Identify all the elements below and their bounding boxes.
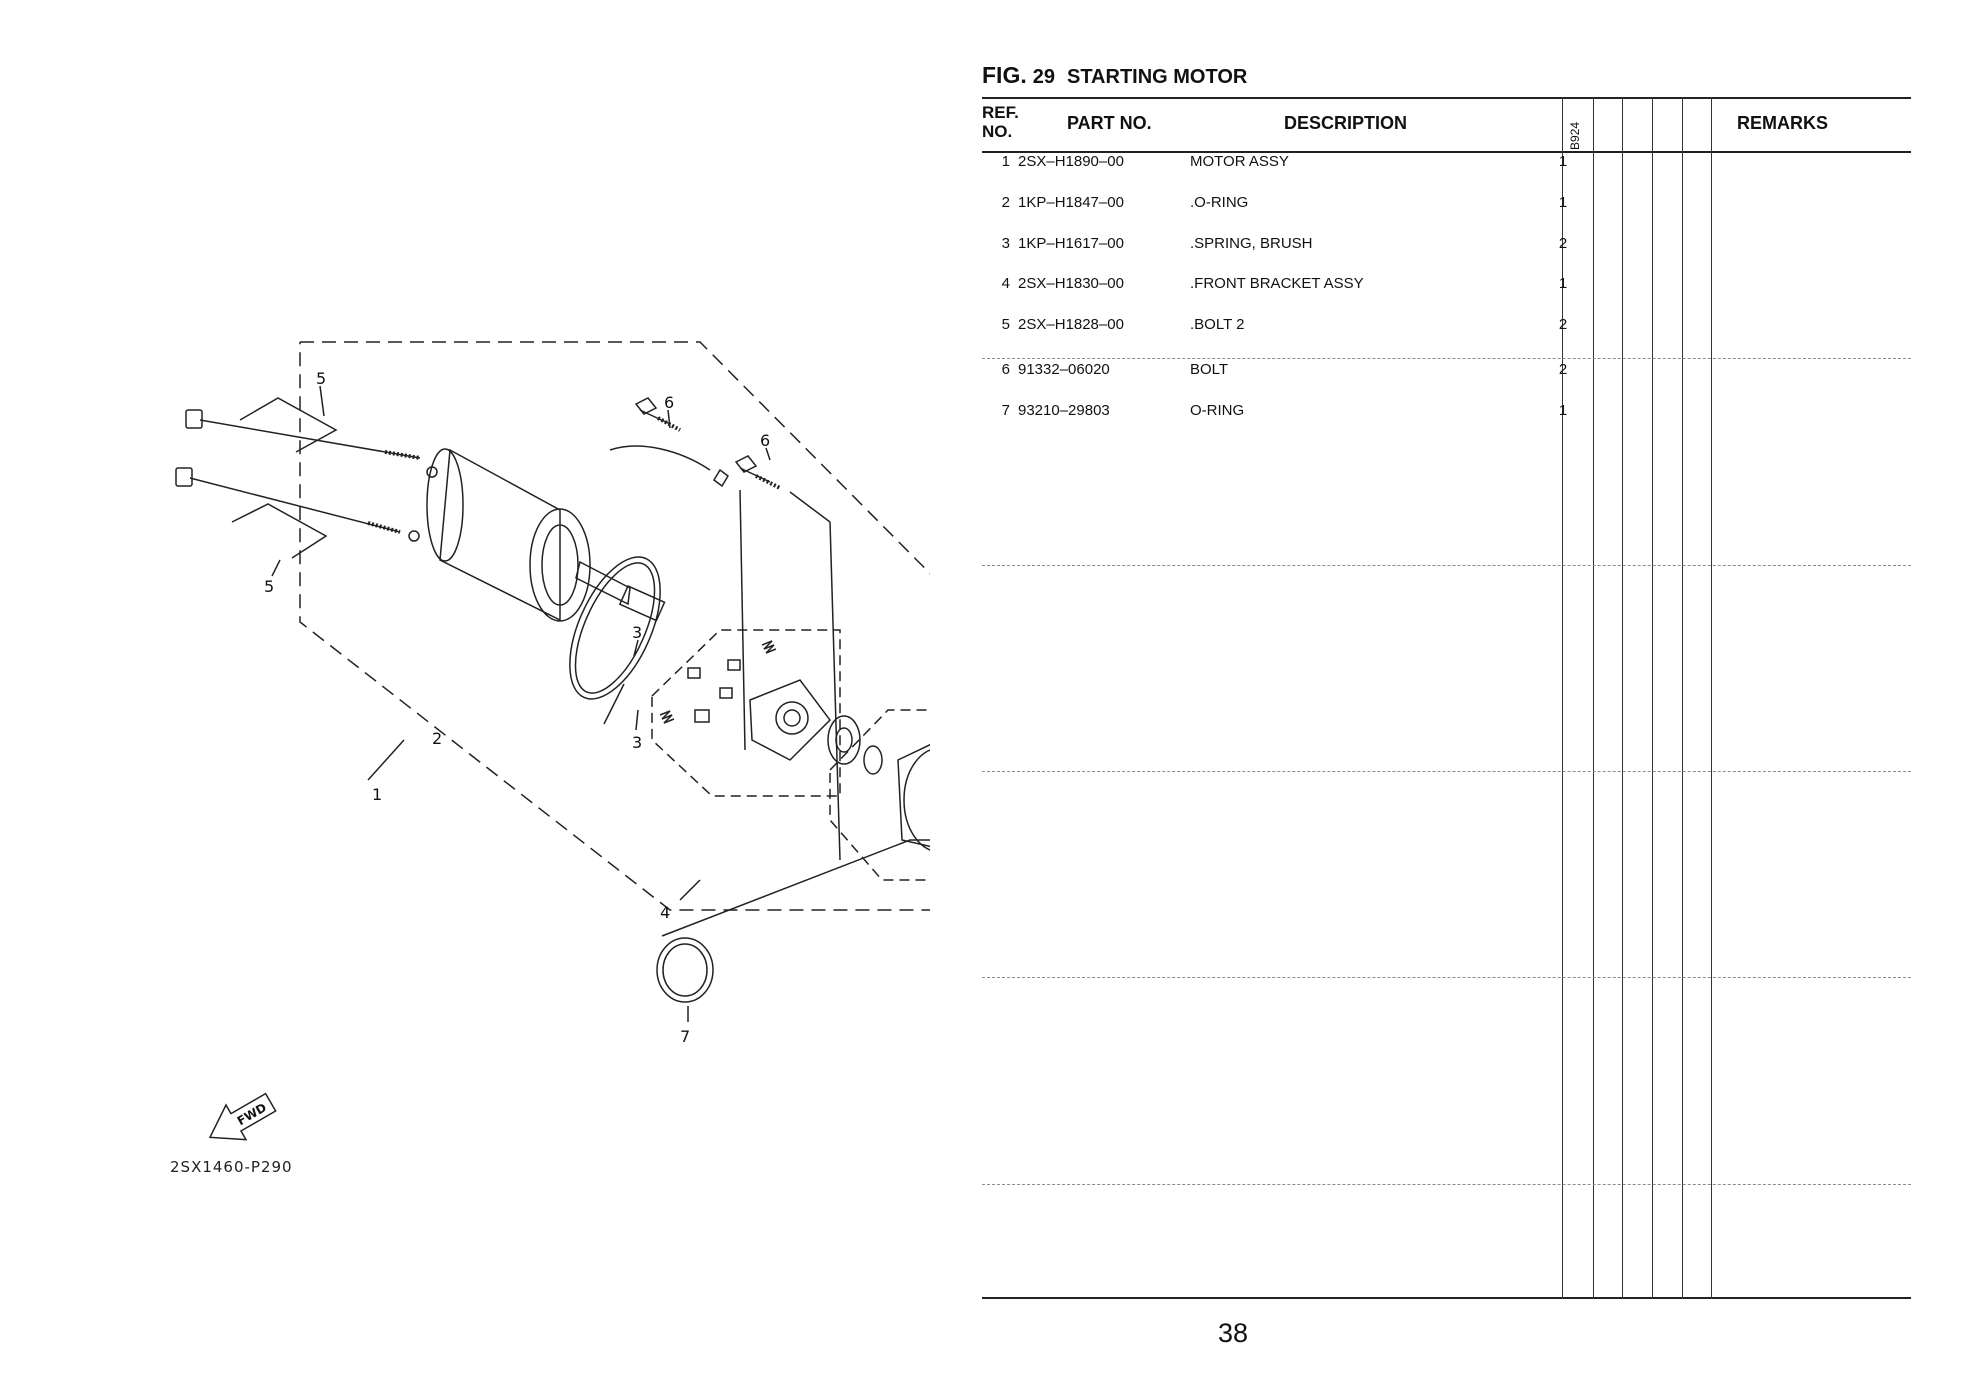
callout-5-lower: 5 [264, 577, 274, 596]
section-divider [982, 358, 1911, 359]
callout-5-upper: 5 [316, 369, 326, 388]
table-row: 1 2SX–H1890–00 MOTOR ASSY 1 [982, 153, 1911, 175]
motor-yoke [439, 448, 561, 622]
table-row: 7 93210–29803 O-RING 1 [982, 402, 1911, 424]
brush-spring-lower [659, 710, 675, 724]
fig-name: STARTING MOTOR [1066, 66, 1248, 88]
quantity: 2 [1558, 361, 1568, 378]
callout-7: 7 [680, 1027, 690, 1046]
callout-6-right: 6 [760, 431, 770, 450]
header-model-code: B924 [1568, 121, 1582, 151]
column-divider [1593, 97, 1594, 1299]
header-remarks: REMARKS [1737, 113, 1829, 133]
column-divider [1682, 97, 1683, 1299]
starting-motor-drawing: 5 6 6 5 3 2 3 1 4 7 FWD [175, 341, 930, 1141]
callout-1: 1 [372, 785, 382, 804]
description: .O-RING [1190, 194, 1249, 211]
part-no: 1KP–H1617–00 [1018, 235, 1124, 252]
description: O-RING [1190, 402, 1245, 419]
callout-4: 4 [660, 903, 670, 922]
long-bolt-upper [199, 419, 421, 459]
ref-no: 7 [1001, 402, 1010, 419]
column-divider [1711, 97, 1712, 1299]
callout-6-left: 6 [664, 393, 674, 412]
column-divider [1562, 97, 1563, 1299]
bolt-6-left [634, 397, 671, 425]
table-row: 5 2SX–H1828–00 .BOLT 2 2 [982, 316, 1911, 338]
part-no: 2SX–H1830–00 [1018, 275, 1124, 292]
ref-no: 4 [1001, 275, 1010, 292]
fig-number: 29 [1032, 66, 1055, 88]
section-divider [982, 1184, 1911, 1185]
ref-no: 2 [1001, 194, 1010, 211]
brush-group-outline [651, 629, 841, 797]
callout-3-lower: 3 [632, 733, 642, 752]
part-no: 93210–29803 [1018, 402, 1110, 419]
bearing [827, 715, 861, 765]
parts-table: REF. NO. PART NO. DESCRIPTION B924 REMAR… [982, 97, 1911, 1299]
brush-holder-plate [749, 679, 831, 761]
column-divider [1652, 97, 1653, 1299]
o-ring-7 [656, 937, 714, 1003]
ref-no: 1 [1001, 153, 1010, 170]
quantity: 2 [1558, 316, 1568, 333]
table-row: 2 1KP–H1847–00 .O-RING 1 [982, 194, 1911, 216]
front-bracket-outline [829, 709, 930, 881]
description: MOTOR ASSY [1190, 153, 1289, 170]
header-description: DESCRIPTION [1284, 113, 1408, 133]
ref-no: 6 [1001, 361, 1010, 378]
quantity: 1 [1558, 153, 1568, 170]
quantity: 1 [1558, 194, 1568, 211]
o-ring-2 [569, 556, 661, 700]
part-no: 91332–06020 [1018, 361, 1110, 378]
part-no: 2SX–H1890–00 [1018, 153, 1124, 170]
section-divider [982, 565, 1911, 566]
column-divider [1622, 97, 1623, 1299]
table-row: 6 91332–06020 BOLT 2 [982, 361, 1911, 383]
long-bolt-lower [189, 477, 401, 533]
exploded-parts-diagram: 5 6 6 5 3 2 3 1 4 7 FWD [140, 300, 930, 1200]
description: .BOLT 2 [1190, 316, 1245, 333]
bolt-6-right [734, 455, 771, 483]
part-no: 1KP–H1847–00 [1018, 194, 1124, 211]
table-row: 4 2SX–H1830–00 .FRONT BRACKET ASSY 1 [982, 275, 1911, 297]
figure-title: FIG.29 STARTING MOTOR [982, 62, 1247, 89]
section-divider [982, 771, 1911, 772]
header-ref-no: REF. NO. [982, 103, 1019, 141]
table-top-rule [982, 97, 1911, 99]
callout-3-upper: 3 [632, 623, 642, 642]
quantity: 2 [1558, 235, 1568, 252]
callout-2: 2 [432, 729, 442, 748]
header-part-no: PART NO. [1067, 113, 1152, 133]
description: .SPRING, BRUSH [1190, 235, 1313, 252]
fig-label: FIG. [982, 62, 1027, 88]
front-bracket [897, 743, 930, 848]
drawing-code: 2SX1460-P290 [170, 1158, 293, 1176]
part-no: 2SX–H1828–00 [1018, 316, 1124, 333]
fwd-arrow-icon: FWD [208, 1092, 277, 1141]
motor-assy-outline [299, 341, 930, 911]
header-bottom-rule [982, 151, 1911, 153]
table-bottom-rule [982, 1297, 1911, 1299]
description: BOLT [1190, 361, 1229, 378]
brush-spring-upper [761, 640, 777, 654]
table-row: 3 1KP–H1617–00 .SPRING, BRUSH 2 [982, 235, 1911, 257]
ref-no: 5 [1001, 316, 1010, 333]
quantity: 1 [1558, 402, 1568, 419]
section-divider [982, 977, 1911, 978]
page-number: 38 [1218, 1318, 1249, 1348]
ref-no: 3 [1001, 235, 1010, 252]
description: .FRONT BRACKET ASSY [1190, 275, 1364, 292]
quantity: 1 [1558, 275, 1568, 292]
